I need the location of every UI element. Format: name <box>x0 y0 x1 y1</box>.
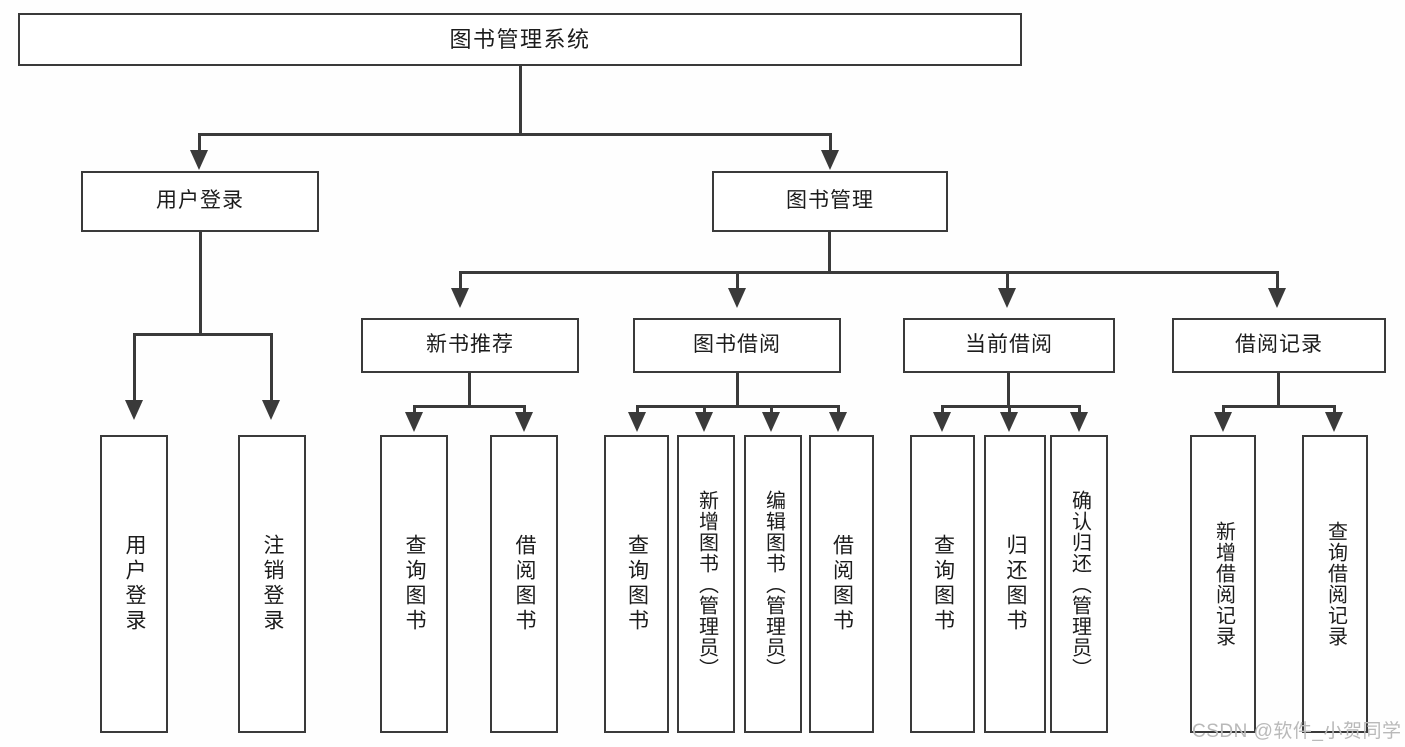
leaf-logout[interactable]: 注销登录 <box>238 435 306 733</box>
connector-br-bus <box>1222 405 1336 408</box>
node-label: 确认归还（管理员） <box>1068 489 1091 679</box>
node-label: 借阅图书 <box>513 534 537 634</box>
arrowhead-book-borrow <box>728 288 746 308</box>
node-label: 图书管理系统 <box>449 26 591 52</box>
node-label: 归还图书 <box>1004 534 1028 634</box>
connector-user-login-bus <box>133 333 273 336</box>
connector-book-management-bus <box>459 271 1279 274</box>
connector-nbr-bus <box>413 405 526 408</box>
leaf-user-login[interactable]: 用户登录 <box>100 435 168 733</box>
node-label: 当前借阅 <box>965 333 1053 357</box>
arrowhead-cb-confirm-return <box>1070 412 1088 432</box>
leaf-cb-return-book[interactable]: 归还图书 <box>984 435 1046 733</box>
csdn-watermark: CSDN @软件_小贺同学 <box>1192 721 1402 742</box>
node-label: 查询图书 <box>931 534 955 634</box>
arrowhead-cb-query-book <box>933 412 951 432</box>
node-label: 新书推荐 <box>426 333 514 357</box>
node-label: 查询图书 <box>403 534 427 634</box>
arrowhead-bb-add-book <box>695 412 713 432</box>
connector-book-management-stem <box>828 232 831 274</box>
connector-user-login-stem <box>199 232 202 335</box>
node-label: 编辑图书（管理员） <box>762 489 785 679</box>
leaf-nbr-borrow-book[interactable]: 借阅图书 <box>490 435 558 733</box>
leaf-bb-add-book[interactable]: 新增图书（管理员） <box>677 435 735 733</box>
leaf-cb-confirm-return[interactable]: 确认归还（管理员） <box>1050 435 1108 733</box>
node-label: 注销登录 <box>261 534 285 634</box>
arrowhead-br-query-record <box>1325 412 1343 432</box>
arrowhead-new-book-recommend <box>451 288 469 308</box>
node-borrow-record[interactable]: 借阅记录 <box>1172 318 1386 373</box>
node-book-borrow[interactable]: 图书借阅 <box>633 318 841 373</box>
leaf-bb-query-book[interactable]: 查询图书 <box>604 435 669 733</box>
node-root-book-management-system[interactable]: 图书管理系统 <box>18 13 1022 66</box>
connector-user-login-drop-1 <box>133 333 136 405</box>
arrowhead-nbr-query-book <box>405 412 423 432</box>
node-label: 图书借阅 <box>693 333 781 357</box>
connector-root-to-user-login <box>198 133 201 157</box>
leaf-br-query-record[interactable]: 查询借阅记录 <box>1302 435 1368 733</box>
node-label: 查询图书 <box>625 534 649 634</box>
arrowhead-book-management <box>821 150 839 170</box>
node-label: 借阅记录 <box>1235 333 1323 357</box>
node-user-login[interactable]: 用户登录 <box>81 171 319 232</box>
node-label: 查询借阅记录 <box>1324 521 1347 647</box>
connector-root-stem <box>519 66 522 135</box>
arrowhead-bb-query-book <box>628 412 646 432</box>
arrowhead-user-login <box>190 150 208 170</box>
node-label: 新增借阅记录 <box>1212 521 1235 647</box>
arrowhead-nbr-borrow-book <box>515 412 533 432</box>
node-label: 借阅图书 <box>830 534 854 634</box>
connector-root-bus <box>198 133 832 136</box>
node-label: 新增图书（管理员） <box>695 489 718 679</box>
arrowhead-br-add-record <box>1214 412 1232 432</box>
leaf-nbr-query-book[interactable]: 查询图书 <box>380 435 448 733</box>
connector-cb-stem <box>1007 373 1010 407</box>
node-current-borrow[interactable]: 当前借阅 <box>903 318 1115 373</box>
connector-br-stem <box>1277 373 1280 407</box>
connector-bm-drop-3 <box>1006 271 1009 293</box>
arrowhead-current-borrow <box>998 288 1016 308</box>
leaf-br-add-record[interactable]: 新增借阅记录 <box>1190 435 1256 733</box>
arrowhead-cb-return-book <box>1000 412 1018 432</box>
node-new-book-recommend[interactable]: 新书推荐 <box>361 318 579 373</box>
connector-bb-bus <box>636 405 840 408</box>
node-label: 图书管理 <box>786 189 874 213</box>
connector-nbr-stem <box>468 373 471 407</box>
arrowhead-bb-borrow-book <box>829 412 847 432</box>
leaf-cb-query-book[interactable]: 查询图书 <box>910 435 975 733</box>
leaf-bb-borrow-book[interactable]: 借阅图书 <box>809 435 874 733</box>
connector-bm-drop-1 <box>459 271 462 293</box>
node-book-management[interactable]: 图书管理 <box>712 171 948 232</box>
arrowhead-leaf-user-login <box>125 400 143 420</box>
connector-bm-drop-2 <box>736 271 739 293</box>
connector-user-login-drop-2 <box>270 333 273 405</box>
connector-bb-stem <box>736 373 739 407</box>
connector-root-to-book-management <box>829 133 832 157</box>
arrowhead-bb-edit-book <box>762 412 780 432</box>
node-label: 用户登录 <box>156 189 244 213</box>
arrowhead-borrow-record <box>1268 288 1286 308</box>
leaf-bb-edit-book[interactable]: 编辑图书（管理员） <box>744 435 802 733</box>
node-label: 用户登录 <box>123 534 147 634</box>
connector-bm-drop-4 <box>1276 271 1279 293</box>
arrowhead-leaf-logout <box>262 400 280 420</box>
connector-cb-bus <box>941 405 1081 408</box>
